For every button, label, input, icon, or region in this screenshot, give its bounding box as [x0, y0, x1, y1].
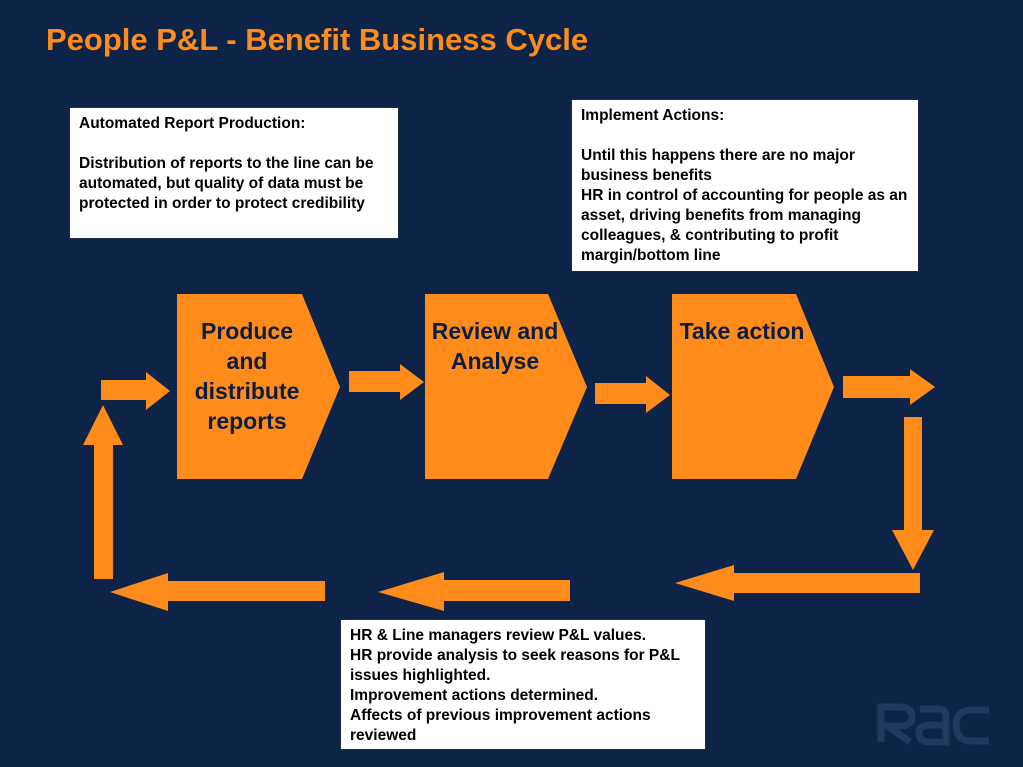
note-report-body: Distribution of reports to the line can … [79, 155, 374, 212]
note-review-line: Affects of previous improvement actions … [350, 707, 651, 744]
note-review-line: HR & Line managers review P&L values. [350, 627, 647, 644]
arrow-out-of-action [843, 369, 935, 405]
slide-title: People P&L - Benefit Business Cycle [46, 22, 589, 57]
arrow-down-right [892, 417, 934, 570]
arrow-review-to-action [595, 376, 670, 413]
arrow-produce-to-review [349, 364, 424, 400]
step-produce-label: Produce and distribute reports [194, 318, 300, 434]
arrow-into-produce [101, 372, 170, 410]
arrow-bottom-left-3 [675, 565, 920, 601]
note-review-summary: HR & Line managers review P&L values. HR… [340, 619, 706, 750]
note-actions-line: Until this happens there are no major bu… [581, 147, 855, 184]
step-produce-shape [177, 294, 340, 479]
note-review-line: Improvement actions determined. [350, 687, 599, 704]
note-report-production: Automated Report Production: Distributio… [69, 107, 399, 239]
arrow-up-left [83, 405, 123, 579]
arrow-bottom-left-2 [378, 572, 570, 611]
note-report-heading: Automated Report Production: [79, 115, 306, 132]
step-action-shape [672, 294, 834, 479]
step-action-label: Take action [679, 318, 805, 344]
rac-logo [877, 703, 989, 746]
note-review-line: HR provide analysis to seek reasons for … [350, 647, 680, 684]
note-implement-actions: Implement Actions: Until this happens th… [571, 99, 919, 272]
arrow-bottom-left-1 [110, 573, 325, 611]
step-review-shape [425, 294, 587, 479]
note-actions-heading: Implement Actions: [581, 107, 725, 124]
step-review-label: Review and Analyse [431, 318, 559, 374]
note-actions-line: HR in control of accounting for people a… [581, 187, 908, 264]
